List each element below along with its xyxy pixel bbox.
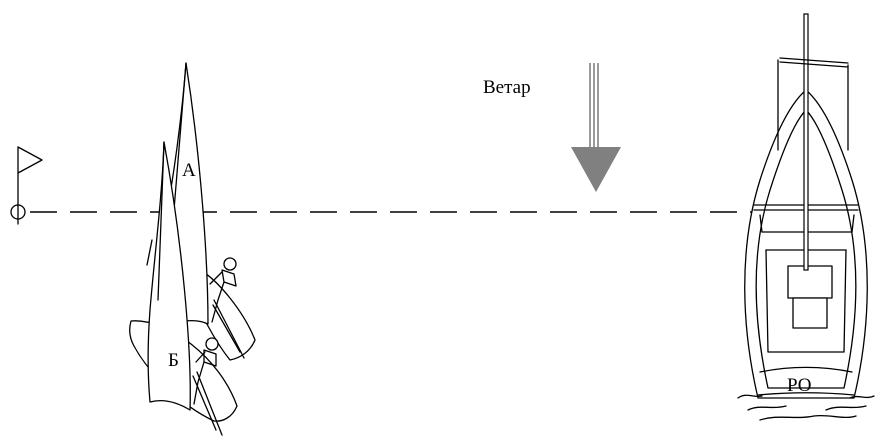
boat-a-label: А	[182, 160, 196, 181]
boat-a-sailor	[209, 257, 237, 323]
boat-b-sail	[147, 141, 191, 411]
boat-b-label: Б	[168, 350, 179, 371]
boat-b	[129, 141, 238, 436]
committee-boat	[737, 13, 875, 421]
boat-b-sailor	[193, 337, 219, 405]
wind-label: Ветар	[483, 77, 531, 98]
flag-icon	[10, 146, 43, 225]
committee-boat-label: РО	[787, 375, 812, 396]
arrow-down-icon	[571, 63, 621, 192]
